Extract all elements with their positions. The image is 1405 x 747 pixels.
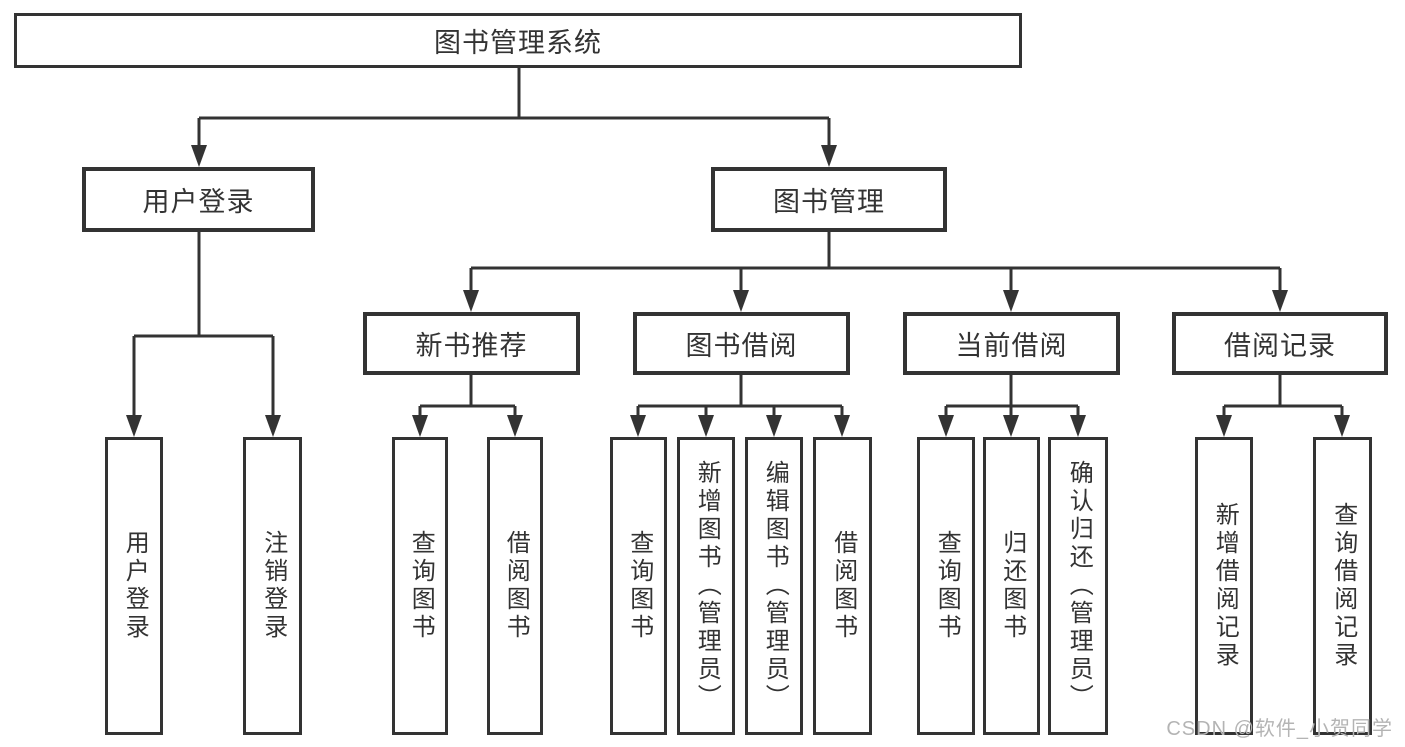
leaf-query-borrow-record-label: 查询借阅记录 bbox=[1329, 502, 1357, 670]
node-book-borrow: 图书借阅 bbox=[633, 312, 850, 375]
arrowheads-book-borrow bbox=[630, 415, 850, 437]
connector-root-to-level2 bbox=[197, 66, 831, 147]
node-current-borrow: 当前借阅 bbox=[903, 312, 1120, 375]
leaf-return-books-label: 归还图书 bbox=[998, 530, 1026, 642]
leaf-confirm-return-admin-label: 确认归还（管理员） bbox=[1065, 460, 1093, 712]
leaf-user-login: 用户登录 bbox=[105, 437, 163, 735]
node-borrow-records: 借阅记录 bbox=[1172, 312, 1388, 375]
leaf-query-books-borrow-label: 查询图书 bbox=[625, 530, 653, 642]
connector-book-management-to-level3 bbox=[469, 230, 1282, 292]
leaf-add-borrow-record-label: 新增借阅记录 bbox=[1211, 502, 1239, 670]
node-book-management: 图书管理 bbox=[711, 167, 947, 232]
leaf-logout: 注销登录 bbox=[243, 437, 302, 735]
node-new-book-recommend: 新书推荐 bbox=[363, 312, 580, 375]
arrowheads-level2 bbox=[191, 145, 837, 167]
connector-current-borrow-to-leaves bbox=[944, 373, 1080, 417]
arrowheads-level3 bbox=[463, 290, 1288, 312]
node-user-login: 用户登录 bbox=[82, 167, 315, 232]
leaf-query-books-recommend: 查询图书 bbox=[392, 437, 448, 735]
node-root-library-management-system: 图书管理系统 bbox=[14, 13, 1022, 68]
leaf-borrow-books-label: 借阅图书 bbox=[829, 530, 857, 642]
leaf-borrow-books: 借阅图书 bbox=[813, 437, 872, 735]
connector-book-borrow-to-leaves bbox=[636, 373, 844, 417]
leaf-confirm-return-admin: 确认归还（管理员） bbox=[1048, 437, 1108, 735]
arrowheads-new-book-recommend bbox=[412, 415, 523, 437]
arrowheads-current-borrow bbox=[938, 415, 1086, 437]
csdn-watermark: CSDN @软件_小贺同学 bbox=[1166, 718, 1393, 740]
leaf-query-borrow-record: 查询借阅记录 bbox=[1313, 437, 1372, 735]
arrowheads-user-login bbox=[126, 415, 281, 437]
connector-user-login-to-leaves bbox=[132, 230, 275, 417]
leaf-query-books-current-label: 查询图书 bbox=[933, 530, 961, 642]
leaf-query-books-recommend-label: 查询图书 bbox=[407, 530, 435, 642]
leaf-borrow-books-recommend: 借阅图书 bbox=[487, 437, 543, 735]
leaf-query-books-borrow: 查询图书 bbox=[610, 437, 667, 735]
leaf-query-books-current: 查询图书 bbox=[917, 437, 975, 735]
leaf-borrow-books-recommend-label: 借阅图书 bbox=[502, 530, 530, 642]
leaf-logout-label: 注销登录 bbox=[259, 530, 287, 642]
leaf-edit-books-admin-label: 编辑图书（管理员） bbox=[761, 460, 789, 712]
arrowheads-borrow-records bbox=[1216, 415, 1350, 437]
leaf-add-books-admin-label: 新增图书（管理员） bbox=[693, 460, 721, 712]
leaf-return-books: 归还图书 bbox=[983, 437, 1040, 735]
connector-borrow-records-to-leaves bbox=[1222, 373, 1344, 417]
connector-new-book-recommend-to-leaves bbox=[418, 373, 517, 417]
leaf-user-login-label: 用户登录 bbox=[121, 530, 149, 642]
leaf-add-books-admin: 新增图书（管理员） bbox=[677, 437, 735, 735]
leaf-edit-books-admin: 编辑图书（管理员） bbox=[745, 437, 803, 735]
leaf-add-borrow-record: 新增借阅记录 bbox=[1195, 437, 1253, 735]
